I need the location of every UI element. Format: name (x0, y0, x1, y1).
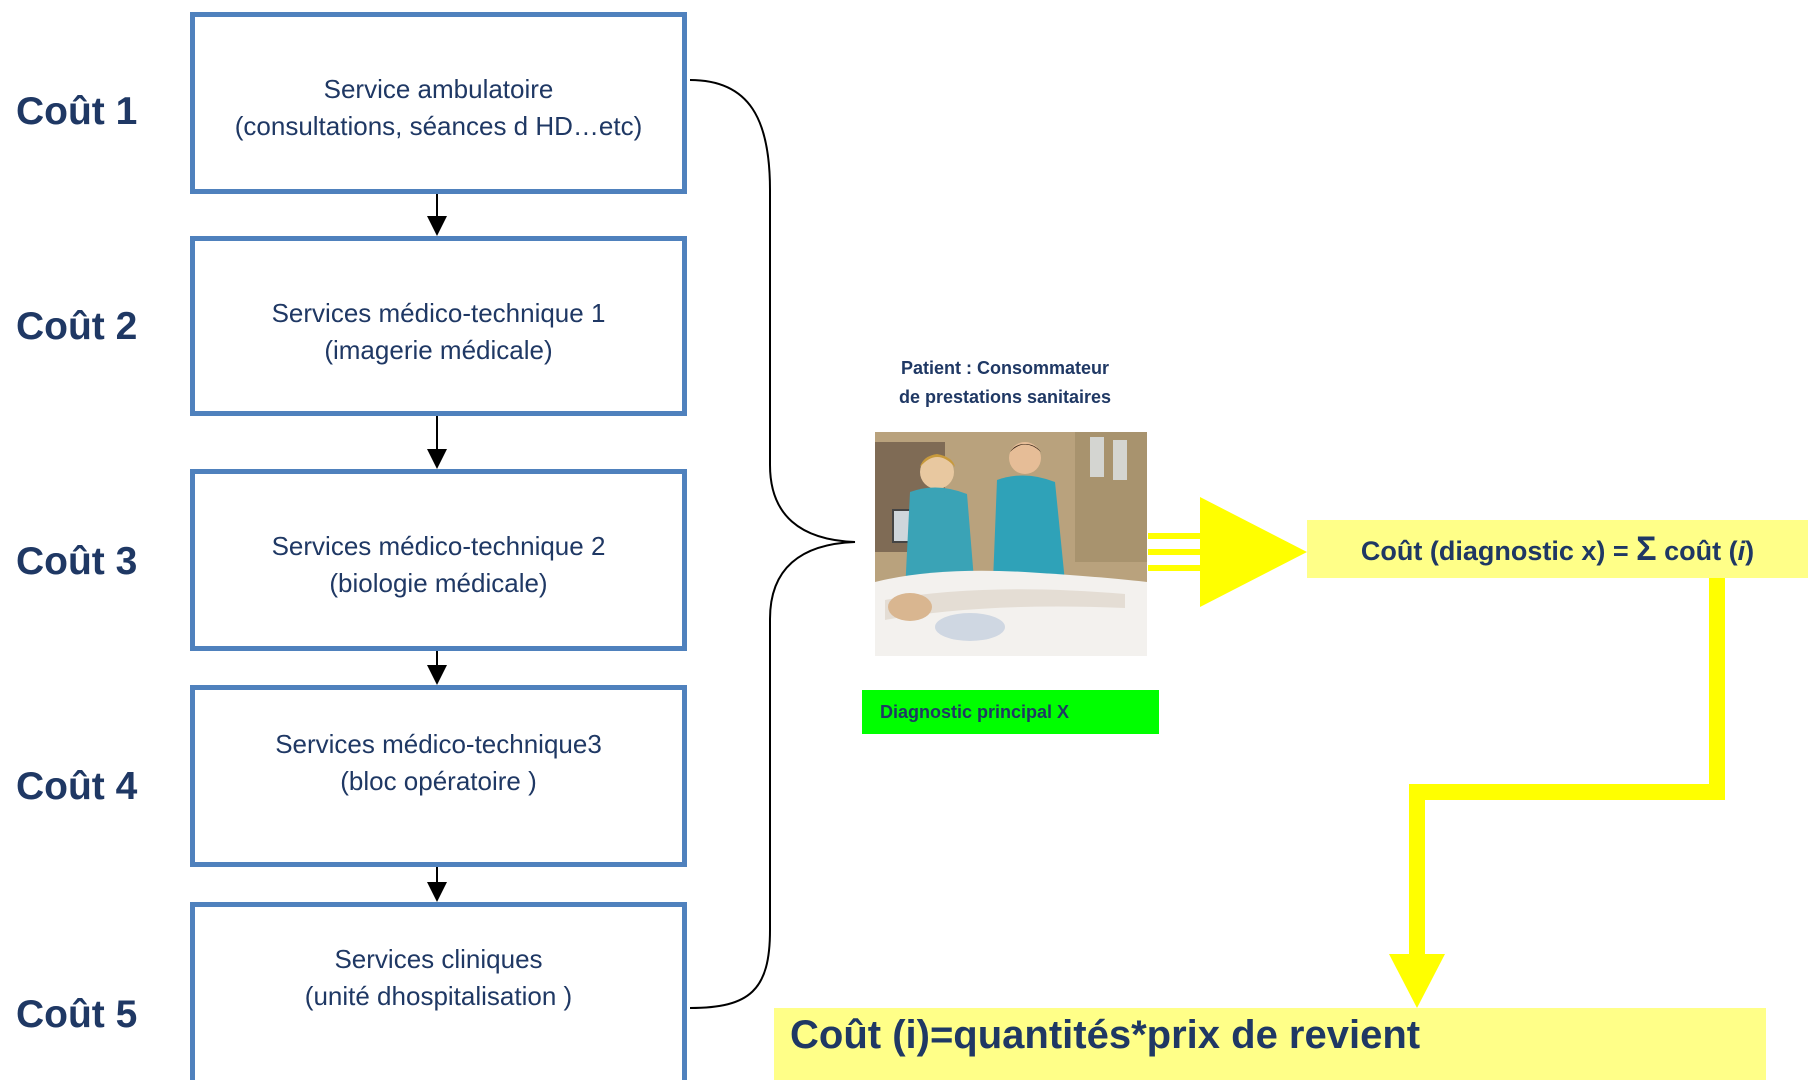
patient-title-line2: de prestations sanitaires (898, 387, 1112, 407)
curly-brace (689, 79, 856, 1009)
cost-label-1: Coût 1 (16, 90, 138, 133)
cost-label-5: Coût 5 (16, 993, 138, 1036)
service-detail: (unité dhospitalisation ) (304, 981, 573, 1011)
service-detail: (biologie médicale) (329, 568, 548, 598)
service-title: Services médico-technique3 (275, 729, 602, 759)
patient-title-line1: Patient : Consommateur (900, 358, 1110, 378)
cost-diagnostic-formula: Coût (diagnostic x) = Σ coût (i) (1307, 520, 1808, 578)
service-title: Services cliniques (334, 944, 543, 974)
service-title: Services médico-technique 1 (271, 298, 606, 328)
service-detail: (bloc opératoire ) (340, 766, 537, 796)
yellow-arrow-down (1389, 578, 1725, 1008)
cost-label-3: Coût 3 (16, 540, 138, 583)
service-box-biologie: Services médico-technique 2 (biologie mé… (190, 469, 687, 651)
service-detail: (imagerie médicale) (324, 335, 553, 365)
formula-middle: coût ( (1656, 536, 1738, 566)
formula-right: ) (1745, 536, 1755, 566)
service-detail: (consultations, séances d HD…etc) (234, 111, 643, 141)
service-box-cliniques: Services cliniques (unité dhospitalisati… (190, 902, 687, 1080)
patient-title: Patient : Consommateur de prestations sa… (840, 354, 1170, 412)
service-box-ambulatoire: Service ambulatoire (consultations, séan… (190, 12, 687, 194)
service-box-imagerie: Services médico-technique 1 (imagerie mé… (190, 236, 687, 416)
cost-label-2: Coût 2 (16, 305, 138, 348)
formula-var: i (1737, 536, 1746, 566)
service-title: Services médico-technique 2 (271, 531, 606, 561)
yellow-arrow-right (1148, 497, 1307, 607)
service-box-bloc: Services médico-technique3 (bloc opérato… (190, 685, 687, 867)
cost-unit-formula: Coût (i)=quantités*prix de revient (774, 1008, 1766, 1080)
cost-label-4: Coût 4 (16, 765, 138, 808)
formula-left: Coût (diagnostic x) = (1360, 536, 1637, 566)
diagnostic-badge: Diagnostic principal X (862, 690, 1159, 734)
patient-photo (875, 432, 1147, 656)
service-title: Service ambulatoire (323, 74, 554, 104)
sigma-symbol: Σ (1636, 530, 1657, 568)
hospital-scene-illustration (875, 432, 1147, 656)
